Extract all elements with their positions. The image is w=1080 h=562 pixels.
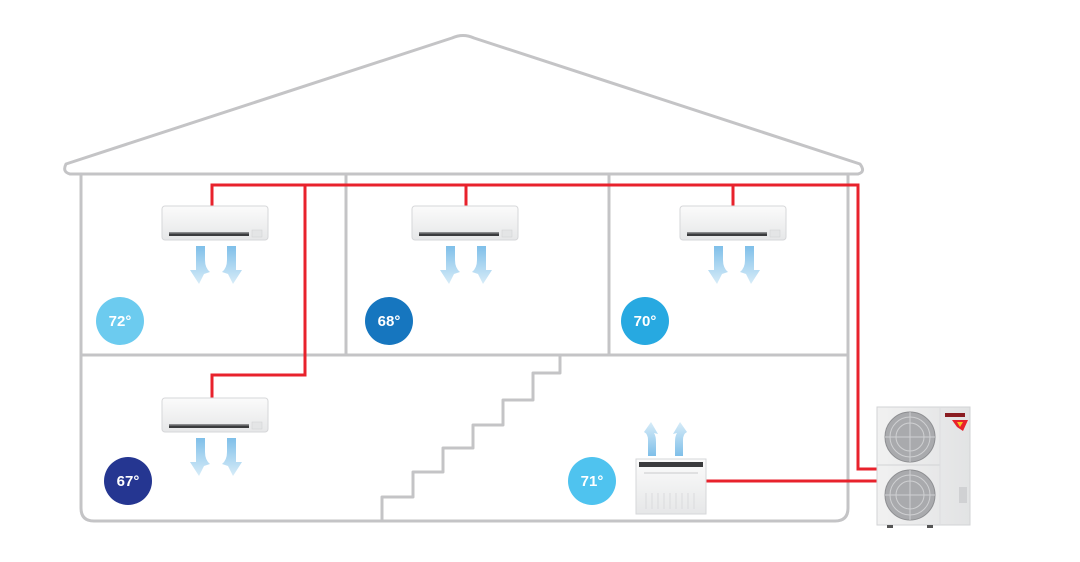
airflow-icon [190, 246, 242, 284]
house-outline [63, 34, 865, 523]
indoor-unit-upstairs-right [679, 205, 787, 241]
temperature-badge-downstairs-left: 67° [104, 457, 152, 505]
airflow-icon [190, 438, 242, 476]
line-upstairs-left [210, 183, 878, 471]
indoor-unit-floor-mounted [635, 458, 707, 515]
indoor-unit-downstairs-left [161, 397, 269, 433]
temperature-value: 68° [378, 313, 401, 330]
temperature-value: 70° [634, 313, 657, 330]
refrigerant-lines [210, 183, 878, 483]
temperature-badge-upstairs-middle: 68° [365, 297, 413, 345]
airflow-icon [708, 246, 760, 284]
temperature-value: 71° [581, 473, 604, 490]
line-downstairs-left [210, 185, 307, 400]
airflow-icon [440, 246, 492, 284]
temperature-badge-downstairs-right: 71° [568, 457, 616, 505]
temperature-value: 67° [117, 473, 140, 490]
brand-logo-icon [945, 413, 965, 417]
fan-icon [884, 411, 936, 463]
temperature-badge-upstairs-right: 70° [621, 297, 669, 345]
exterior-walls [79, 172, 850, 523]
staircase [380, 353, 562, 523]
airflow-up-icon [644, 422, 687, 456]
roof [63, 34, 865, 176]
indoor-unit-upstairs-middle [411, 205, 519, 241]
indoor-unit-upstairs-left [161, 205, 269, 241]
spec-label-icon [959, 487, 967, 503]
fan-icon [884, 469, 936, 521]
temperature-value: 72° [109, 313, 132, 330]
outdoor-condenser-unit [876, 406, 971, 528]
temperature-badge-upstairs-left: 72° [96, 297, 144, 345]
